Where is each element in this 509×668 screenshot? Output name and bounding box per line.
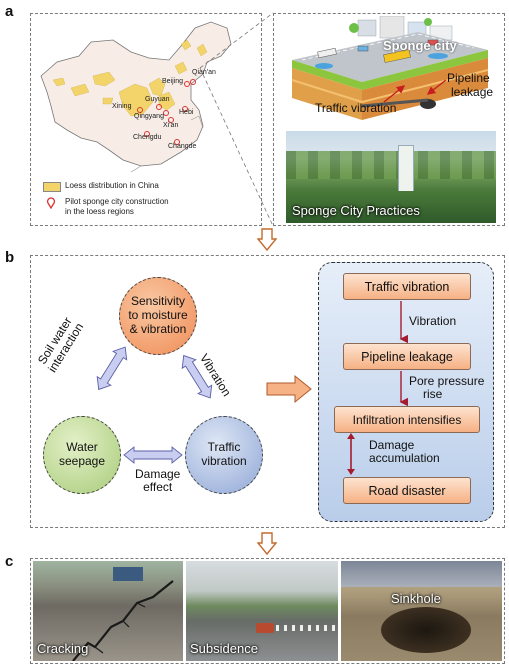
legend-loess-label: Loess distribution in China (65, 181, 159, 190)
panel-label-b: b (5, 249, 15, 266)
cracking-label: Cracking (37, 641, 89, 656)
flow-box-infiltration: Infiltration intensifies (334, 406, 480, 433)
sponge-city-label: Sponge city (383, 38, 457, 53)
annotation-arrows (383, 79, 447, 103)
city-label-chengdu: Chengdu (133, 134, 162, 141)
city-label-guyuan: Guyuan (145, 96, 170, 103)
pin-icon (46, 197, 56, 209)
down-arrow-b-c (257, 532, 277, 556)
map-panel: Beijing Qian'an Xining Guyuan Hebi Qingy… (30, 13, 262, 226)
city-label-xining: Xining (112, 103, 132, 110)
city-marker-guyuan (156, 104, 162, 110)
panel-label-a: a (5, 3, 14, 20)
city-label-qingyang: Qingyang (134, 113, 164, 120)
traffic-vibration-label: Traffic vibration (315, 101, 397, 115)
flow-arrows (347, 301, 408, 475)
city-marker-qianan (190, 79, 196, 85)
right-arrow-to-flow (266, 374, 312, 404)
sinkhole-label: Sinkhole (391, 591, 441, 606)
city-label-xian: Xi'an (163, 122, 179, 129)
panel-label-c: c (5, 553, 14, 570)
city-label-qianan: Qian'an (192, 69, 216, 76)
legend-loess-swatch (43, 182, 61, 192)
down-arrow-a-b (257, 228, 277, 252)
flow-box-traffic-vibration: Traffic vibration (343, 273, 471, 300)
city-marker-xian (168, 117, 174, 123)
city-label-changde: Changde (168, 143, 197, 150)
flow-box-road-disaster: Road disaster (343, 477, 471, 504)
subsidence-label: Subsidence (190, 641, 258, 656)
city-marker-qingyang (163, 110, 169, 116)
flow-box-pipeline-leakage: Pipeline leakage (343, 343, 471, 370)
photo-cracking: Cracking (33, 561, 183, 661)
city-marker-xining (137, 107, 143, 113)
pipeline-leakage-label-line1: Pipeline (447, 71, 490, 85)
sponge-city-panel: Sponge city Pipeline leakage Traffic vib… (273, 13, 505, 226)
legend-pilot-label-line2: in the loess regions (65, 207, 134, 216)
city-marker-changde (174, 139, 180, 145)
photo-sinkhole: Sinkhole (341, 561, 502, 661)
pipeline-leakage-label-line2: leakage (451, 85, 494, 99)
sponge-city-illustration (291, 16, 488, 120)
double-arrows (96, 346, 213, 464)
city-marker-hebi (182, 106, 188, 112)
sponge-city-photo: Sponge City Practices (286, 131, 496, 223)
flow-container: Traffic vibration Vibration Pipeline lea… (318, 262, 494, 522)
china-map (40, 21, 232, 173)
photo-subsidence: Subsidence (186, 561, 338, 661)
city-marker-beijing (184, 81, 190, 87)
sponge-city-practices-label: Sponge City Practices (292, 203, 420, 218)
legend-pilot-label-line1: Pilot sponge city construction (65, 197, 169, 206)
city-label-hebi: Hebi (179, 109, 194, 116)
city-label-beijing: Beijing (162, 78, 184, 85)
flow-label-vibration: Vibration (409, 314, 457, 328)
disaster-photos-panel: Cracking Subsidence Sinkhole (30, 558, 505, 664)
city-marker-chengdu (144, 131, 150, 137)
